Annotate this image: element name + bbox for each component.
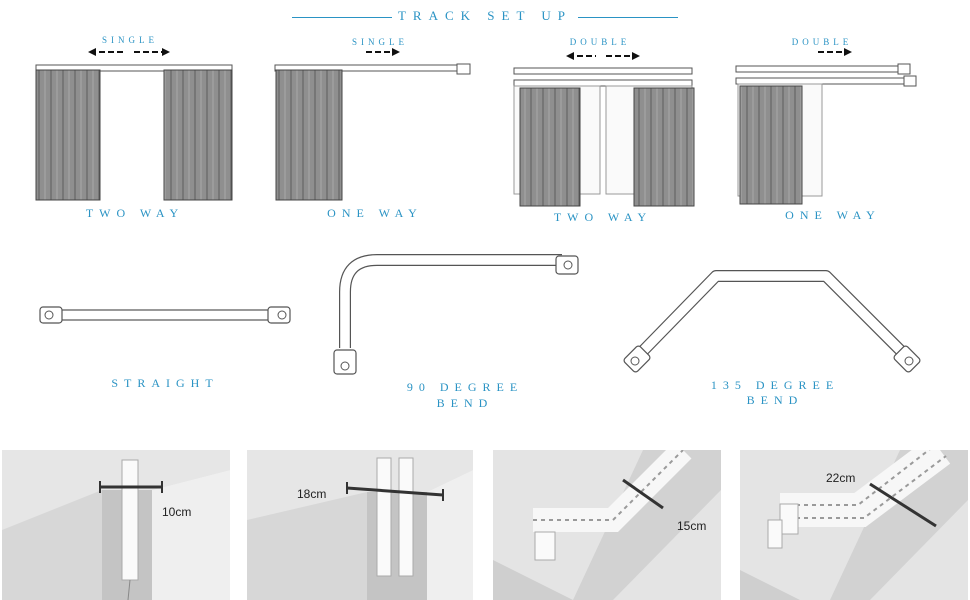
photo-single-bend-15cm bbox=[493, 450, 721, 600]
setup-label: ONE WAY bbox=[327, 206, 423, 220]
track-setups-illustration bbox=[35, 48, 917, 207]
page-title: TRACK SET UP bbox=[0, 8, 970, 24]
track-end-cap bbox=[903, 75, 917, 87]
photo-single-track-10cm bbox=[2, 450, 230, 600]
curtain-panel bbox=[275, 69, 343, 201]
bend-label: BEND bbox=[746, 393, 804, 407]
90-degree-track bbox=[333, 254, 579, 375]
measurement-label: 10cm bbox=[162, 505, 192, 519]
direction-label: DOUBLE bbox=[791, 37, 853, 47]
bend-label: STRAIGHT bbox=[111, 376, 219, 390]
track-bends-illustration bbox=[39, 254, 921, 375]
setup-label: ONE WAY bbox=[785, 208, 881, 222]
bend-label: 135 DEGREE bbox=[710, 378, 840, 392]
setup-label: TWO WAY bbox=[85, 206, 185, 220]
direction-arrow bbox=[818, 48, 852, 56]
135-degree-track bbox=[623, 270, 921, 373]
track-rail-back bbox=[513, 67, 693, 75]
track-rail-front bbox=[513, 79, 693, 87]
setup-single-two-way bbox=[35, 48, 233, 201]
measurement-label: 15cm bbox=[677, 519, 707, 533]
curtain-panel-left bbox=[519, 87, 581, 207]
direction-arrows bbox=[88, 48, 170, 56]
curtain-panel-left bbox=[35, 69, 101, 201]
straight-track bbox=[39, 306, 291, 324]
track-rail bbox=[35, 64, 233, 72]
setup-single-one-way bbox=[274, 48, 471, 201]
direction-label: SINGLE bbox=[102, 35, 158, 45]
curtain-panel bbox=[739, 85, 803, 205]
direction-label: DOUBLE bbox=[569, 37, 631, 47]
direction-label: SINGLE bbox=[352, 37, 408, 47]
setup-double-two-way bbox=[513, 52, 695, 207]
track-rail-front bbox=[735, 77, 917, 85]
direction-arrow bbox=[366, 48, 400, 56]
direction-arrows bbox=[566, 52, 640, 60]
track-end-cap bbox=[897, 63, 911, 75]
bend-label: 90 DEGREE bbox=[406, 380, 524, 394]
title-rule-left bbox=[291, 16, 392, 18]
setup-double-one-way bbox=[735, 48, 917, 205]
curtain-panel-right bbox=[633, 87, 695, 207]
title-rule-right bbox=[578, 16, 679, 18]
measurement-label: 22cm bbox=[826, 471, 856, 485]
track-end-cap bbox=[456, 63, 471, 75]
bend-label: BEND bbox=[436, 396, 494, 410]
measurement-label: 18cm bbox=[297, 487, 327, 501]
track-rail-back bbox=[735, 65, 907, 73]
photo-double-track-18cm bbox=[247, 450, 473, 600]
photo-double-bend-22cm bbox=[740, 450, 968, 600]
curtain-panel-right bbox=[163, 69, 233, 201]
setup-label: TWO WAY bbox=[553, 210, 653, 224]
